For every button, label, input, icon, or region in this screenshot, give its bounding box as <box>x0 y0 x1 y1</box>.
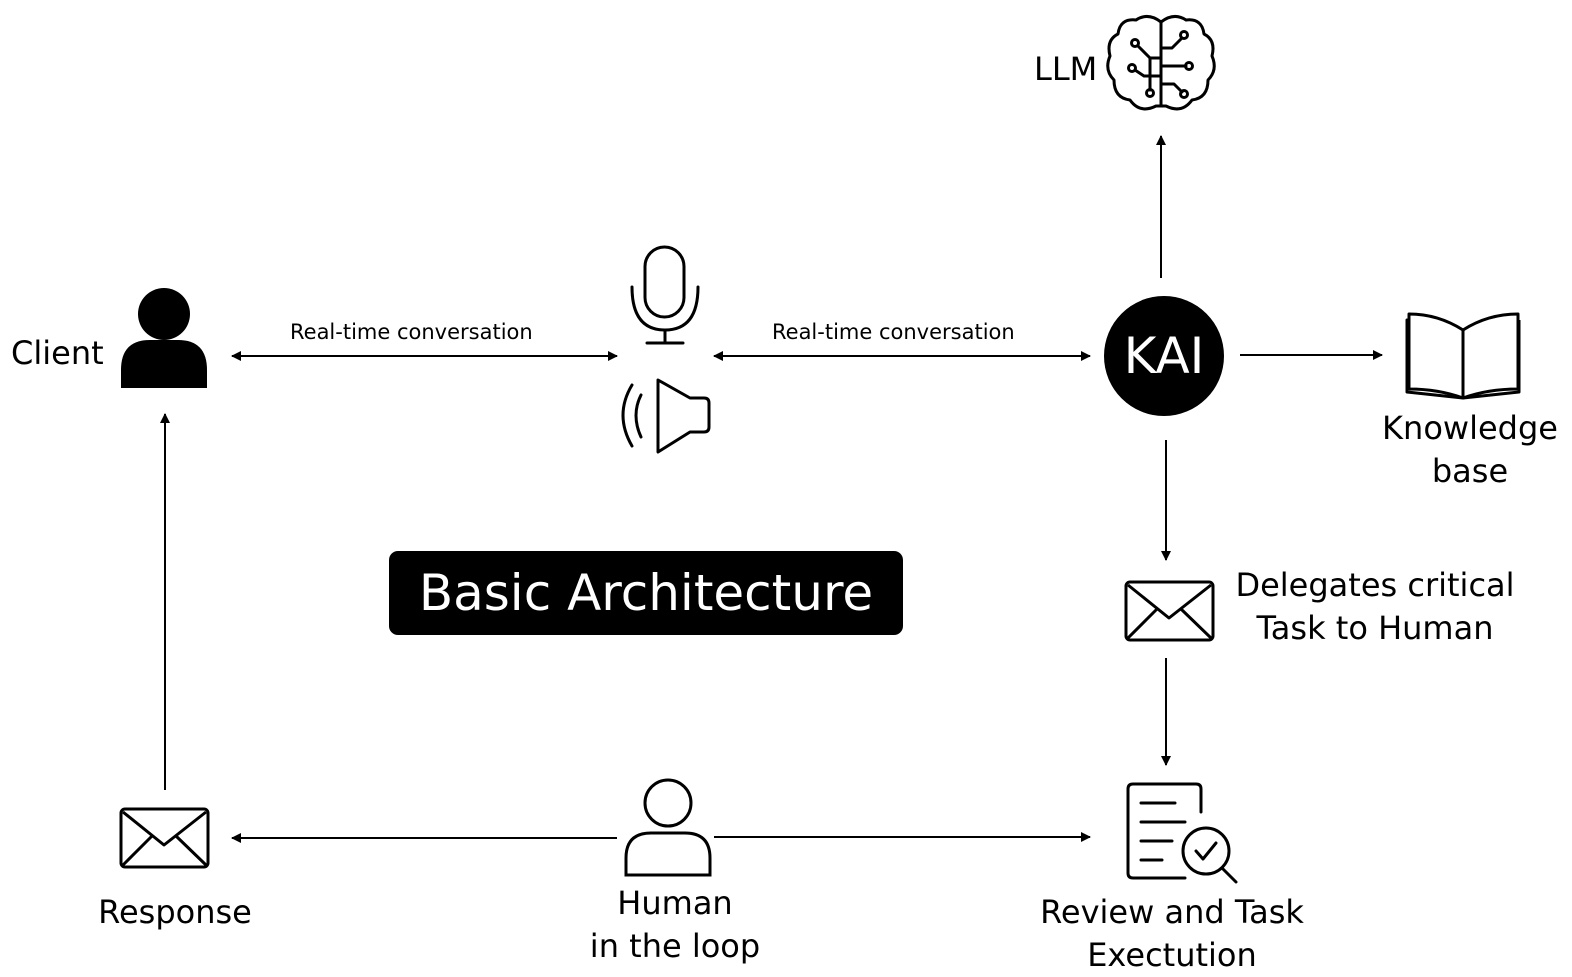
human-line1: Human <box>617 884 733 922</box>
delegate-label: Delegates critical Task to Human <box>1225 564 1525 650</box>
diagram-title: Basic Architecture <box>389 551 903 635</box>
document-search-icon <box>1126 782 1238 884</box>
llm-label: LLM <box>1034 50 1098 88</box>
knowledge-base-line1: Knowledge <box>1382 409 1558 447</box>
speaker-icon <box>621 378 711 454</box>
microphone-icon <box>630 245 700 345</box>
response-label: Response <box>98 893 252 931</box>
person-filled-icon <box>121 288 207 388</box>
edge-label-voice-kai: Real-time conversation <box>772 320 1015 344</box>
review-line2: Exectution <box>1087 936 1257 974</box>
human-line2: in the loop <box>589 927 761 965</box>
person-outline-icon <box>624 778 712 877</box>
knowledge-base-line2: base <box>1431 452 1509 490</box>
delegate-line1: Delegates critical <box>1235 566 1515 604</box>
client-label: Client <box>11 334 104 372</box>
brain-circuit-icon <box>1106 15 1216 111</box>
edge-label-client-voice: Real-time conversation <box>290 320 533 344</box>
delegate-line2: Task to Human <box>1256 609 1494 647</box>
open-book-icon <box>1405 312 1521 400</box>
review-line1: Review and Task <box>1040 893 1304 931</box>
review-label: Review and Task Exectution <box>1027 891 1317 977</box>
human-label: Human in the loop <box>565 882 785 968</box>
knowledge-base-label: Knowledge base <box>1375 407 1565 493</box>
envelope-icon <box>1124 580 1215 642</box>
kai-node: KAI <box>1104 296 1224 416</box>
envelope-icon <box>119 807 210 869</box>
